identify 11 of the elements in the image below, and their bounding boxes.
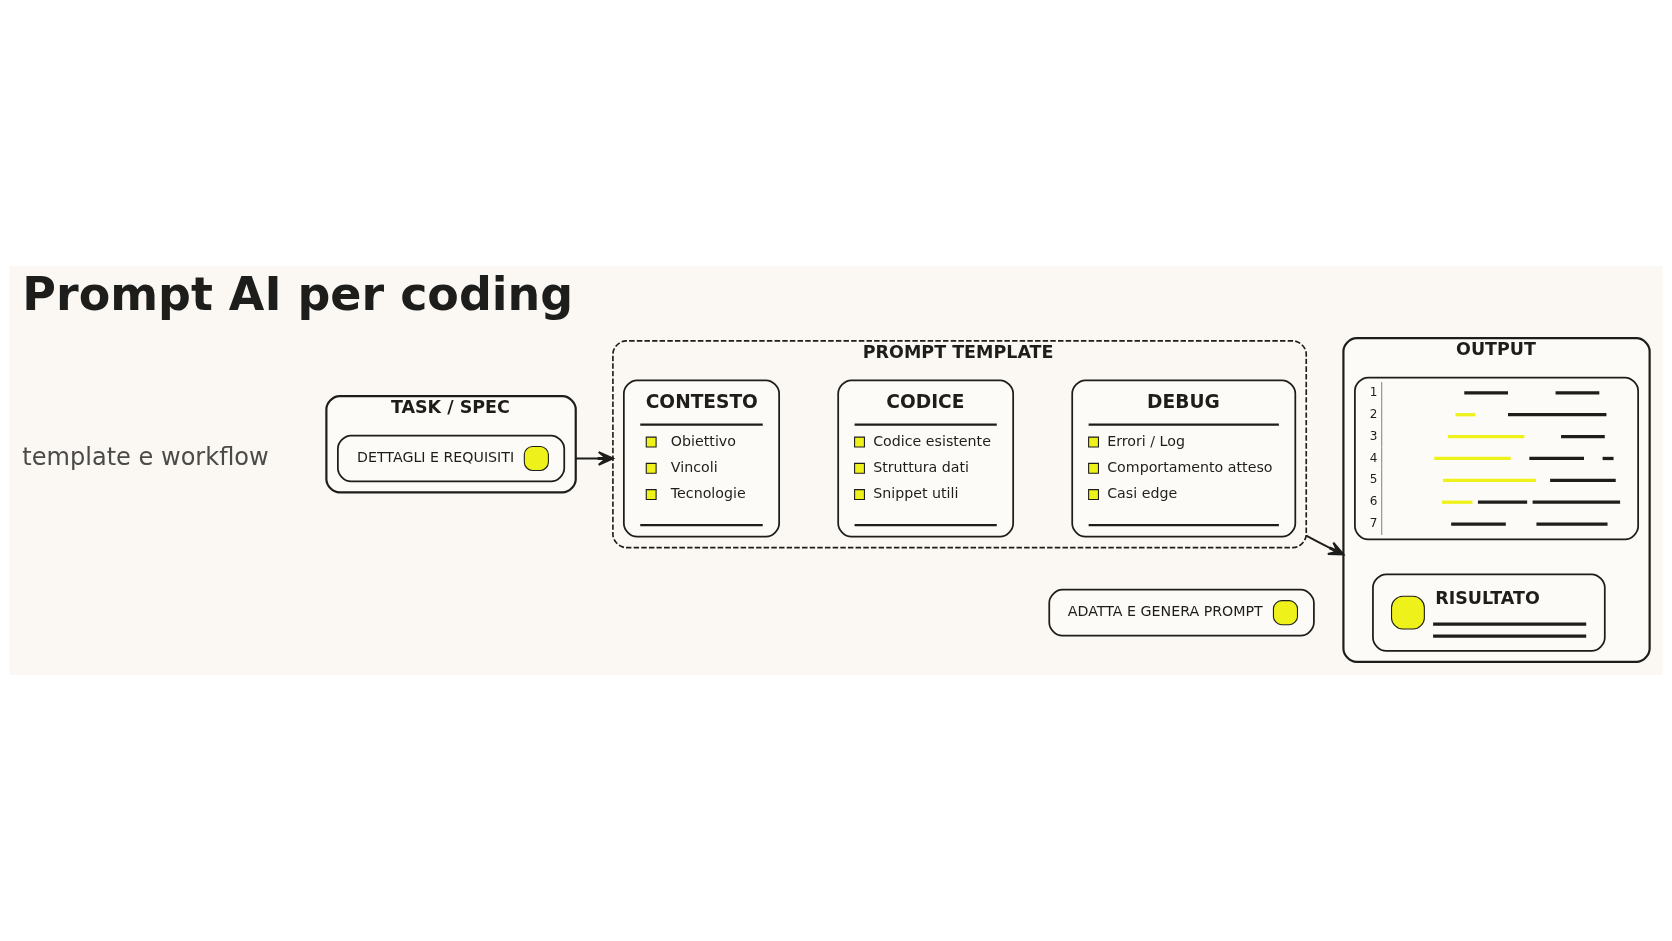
node-box: ADATTA E GENERA PROMPT bbox=[1048, 588, 1315, 637]
node-box: DETTAGLI E REQUISITI bbox=[337, 434, 566, 483]
arrow bbox=[1305, 534, 1345, 556]
diagram-title: Prompt AI per coding bbox=[22, 267, 574, 322]
node-box: CONTESTO Obiettivo Vincoli Tecnologie bbox=[622, 379, 780, 538]
node-box: RISULTATO bbox=[1372, 573, 1606, 652]
label: template e workflow bbox=[22, 442, 269, 471]
node-box: 1 2 3 4 5 6 7 bbox=[1354, 376, 1639, 541]
node-box: DEBUG Errori / Log Comportamento atteso Casi edge bbox=[1071, 379, 1297, 538]
node-box: CODICE Codice esistente Struttura dati Snippet utili bbox=[837, 379, 1015, 538]
arrow bbox=[574, 451, 614, 466]
